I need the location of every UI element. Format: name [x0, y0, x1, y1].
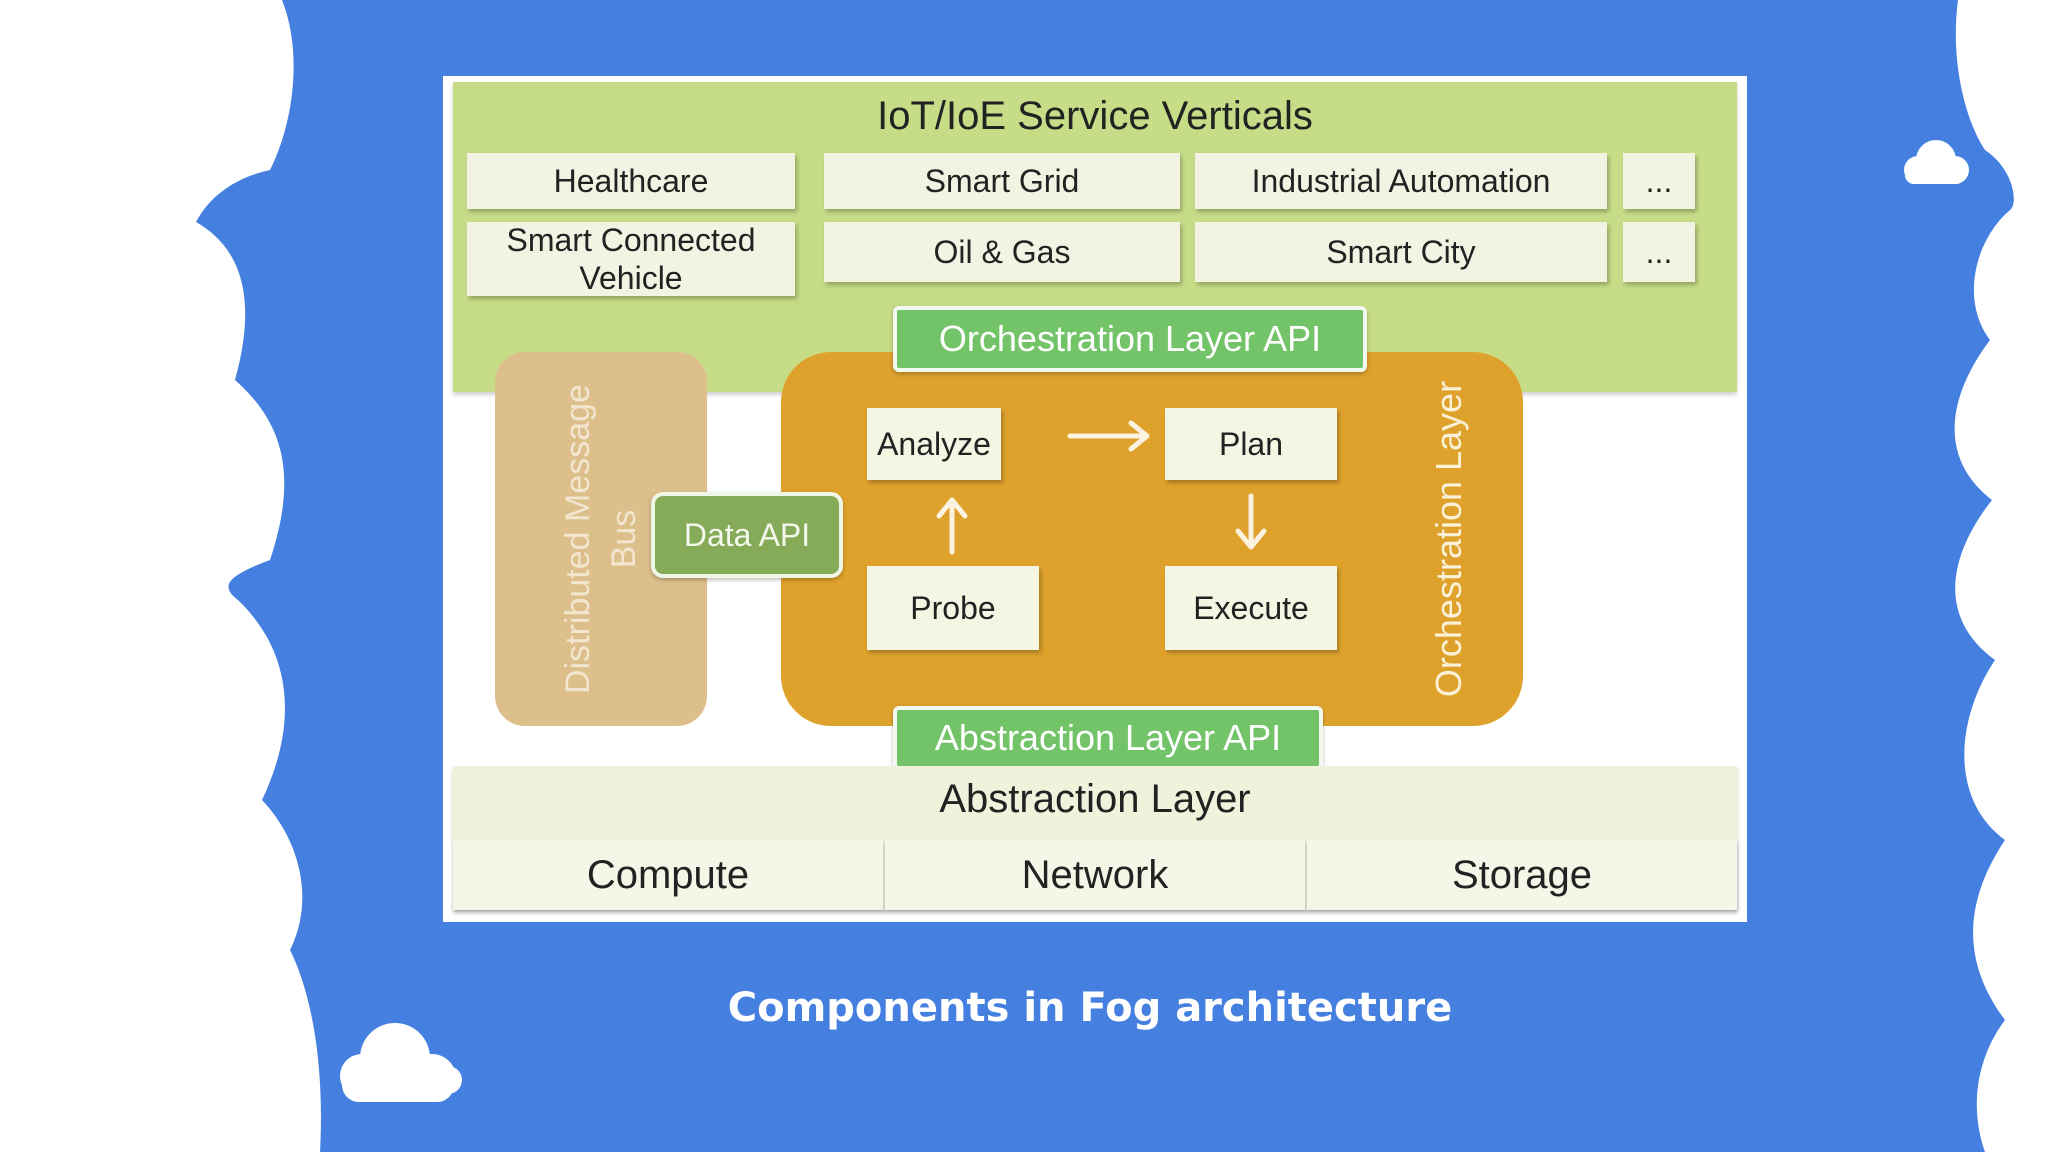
vertical-more-row2: ... — [1623, 222, 1695, 282]
step-probe: Probe — [867, 566, 1039, 650]
arrow-analyze-to-plan — [1067, 420, 1150, 452]
resource-storage: Storage — [1307, 840, 1737, 910]
resource-network: Network — [885, 840, 1305, 910]
vertical-smart-connected-vehicle: Smart Connected Vehicle — [467, 222, 795, 296]
step-analyze: Analyze — [867, 408, 1001, 480]
orchestration-layer-api-badge: Orchestration Layer API — [893, 306, 1367, 372]
small-cloud-bottom-left — [340, 1023, 462, 1102]
service-verticals-title: IoT/IoE Service Verticals — [877, 94, 1313, 138]
flow-arrows — [936, 420, 1267, 555]
vertical-smart-city: Smart City — [1195, 222, 1607, 282]
arrow-plan-to-execute — [1235, 493, 1267, 550]
abstraction-layer-title: Abstraction Layer — [939, 777, 1251, 821]
step-execute: Execute — [1165, 566, 1337, 650]
vertical-industrial-automation: Industrial Automation — [1195, 153, 1607, 209]
figure-caption: Components in Fog architecture — [727, 985, 1453, 1031]
resource-compute: Compute — [453, 840, 883, 910]
vertical-oil-gas: Oil & Gas — [824, 222, 1180, 282]
arrow-probe-to-analyze — [936, 497, 968, 555]
vertical-smart-grid: Smart Grid — [824, 153, 1180, 209]
abstraction-layer-api-badge: Abstraction Layer API — [893, 706, 1323, 770]
right-cloud-edge — [1954, 0, 2048, 1152]
step-plan: Plan — [1165, 408, 1337, 480]
vertical-healthcare: Healthcare — [467, 153, 795, 209]
fog-architecture-diagram: IoT/IoE Service Verticals Healthcare Sma… — [443, 76, 1747, 922]
vertical-more-row1: ... — [1623, 153, 1695, 209]
left-cloud-edge — [0, 0, 321, 1152]
data-api-badge: Data API — [651, 492, 843, 578]
small-cloud-right — [1904, 140, 1969, 184]
